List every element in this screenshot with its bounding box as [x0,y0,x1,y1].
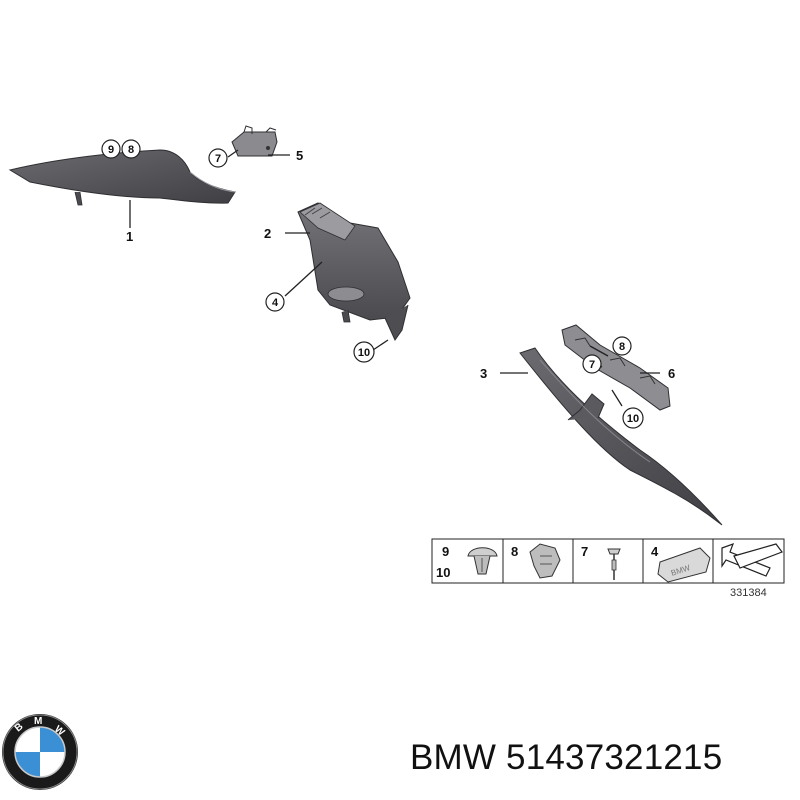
circle-8: 8 [128,144,134,156]
legend-4: 4 [651,544,659,559]
callout-numbers: 1 5 2 3 6 [126,148,675,381]
spring-clip-icon [529,543,561,579]
circle-9: 9 [108,144,114,156]
circle-7: 7 [215,153,221,165]
legend-7: 7 [581,544,588,559]
a-pillar-trim [8,149,236,206]
circle-7-right: 7 [589,359,595,371]
callout-6: 6 [668,366,675,381]
fastener-legend: 9 10 8 7 4 BMW 33138 [431,538,785,599]
rivet-icon [607,548,621,580]
emblem-badge-icon: BMW [657,547,711,583]
diagram-number: 331384 [730,587,767,599]
part-number-caption: BMW 51437321215 [410,738,723,777]
circle-10-right: 10 [627,413,639,425]
circled-callouts [101,139,644,429]
bracket-5 [231,125,278,157]
bmw-logo: B M W [2,714,78,790]
leader-lines [129,149,660,407]
circle-4: 4 [272,297,279,309]
push-clip-icon [467,547,498,575]
circle-8-right: 8 [619,341,625,353]
circled-callout-labels: 9 8 7 4 10 8 7 10 [108,144,639,425]
circle-10: 10 [358,347,370,359]
callout-3: 3 [480,366,487,381]
legend-8: 8 [511,544,518,559]
direction-arrow-icon [721,542,783,577]
callout-2: 2 [264,226,271,241]
b-pillar-trim [297,202,411,342]
logo-letter-m: M [34,716,42,727]
legend-10: 10 [436,565,450,580]
b-pillar-lower-trim [519,347,723,526]
callout-1: 1 [126,229,133,244]
callout-5: 5 [296,148,303,163]
legend-9: 9 [442,544,449,559]
